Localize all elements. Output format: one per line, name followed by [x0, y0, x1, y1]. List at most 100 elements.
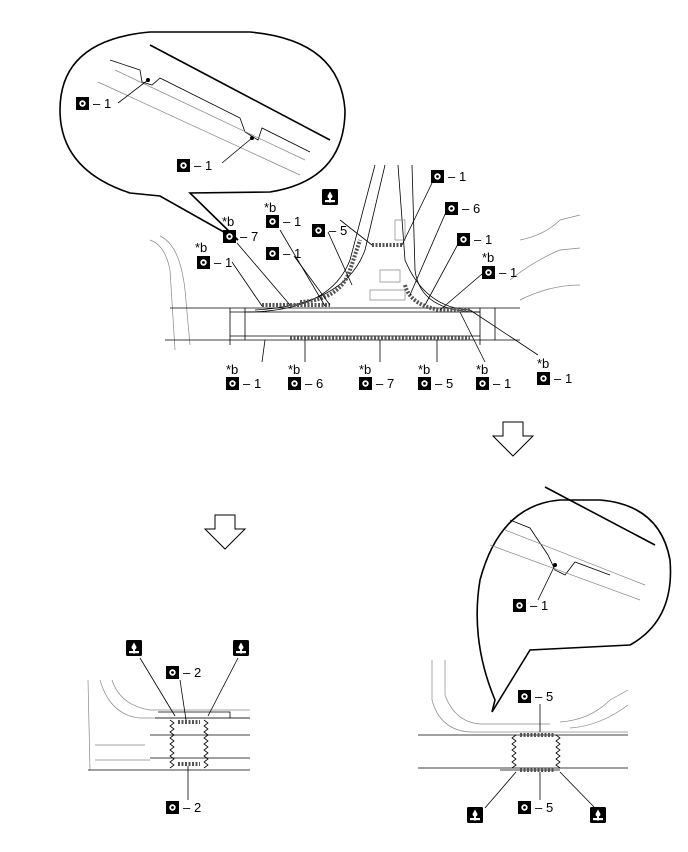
callout-number: 1 — [294, 246, 301, 261]
callout-number: 5 — [446, 376, 453, 391]
callout-b-1-bottom-right: *b – 1 — [537, 356, 572, 386]
spot-weld-gun-icon — [322, 189, 338, 205]
main-rocker-panel — [149, 164, 581, 351]
callout-5-bottom-right-upper: – 5 — [518, 689, 553, 704]
weld-spot-square-icon — [518, 801, 531, 814]
callout-dash: – — [554, 371, 562, 386]
callout-number: 5 — [546, 800, 553, 815]
asterisk-b-mark: *b — [418, 362, 430, 377]
weld-spot-square-icon — [166, 666, 179, 679]
callout-number: 1 — [565, 371, 572, 386]
bubble-callout-2: – 1 — [177, 158, 212, 173]
callout-dash: – — [214, 255, 222, 270]
weld-spot-square-icon — [177, 159, 190, 172]
bottom-right-bubble — [476, 486, 672, 713]
callout-5-upper: – 5 — [312, 223, 347, 238]
callout-dash: – — [283, 214, 291, 229]
callout-b-5-bottom: *b – 5 — [418, 362, 453, 391]
weld-spot-square-icon — [445, 202, 458, 215]
bubble-callout-1: – 1 — [76, 96, 111, 111]
callout-dash: – — [462, 201, 470, 216]
weld-spot-square-icon — [518, 690, 531, 703]
callout-number: 1 — [485, 232, 492, 247]
callout-number: 1 — [541, 598, 548, 613]
callout-b-7: *b – 7 — [222, 214, 258, 244]
callout-number: 1 — [504, 376, 511, 391]
callout-number: 1 — [225, 255, 232, 270]
asterisk-b-mark: *b — [288, 362, 300, 377]
asterisk-b-mark: *b — [222, 214, 234, 229]
weld-spot-square-icon — [312, 224, 325, 237]
callout-2-lower: – 2 — [166, 800, 201, 815]
asterisk-b-mark: *b — [264, 200, 276, 215]
callout-number: 6 — [473, 201, 480, 216]
callout-b-1-bottom-left: *b – 1 — [226, 362, 261, 391]
callout-number: 1 — [459, 169, 466, 184]
callout-dash: – — [499, 265, 507, 280]
callout-number: 1 — [510, 265, 517, 280]
weld-spot-square-icon — [223, 230, 236, 243]
callout-number: 6 — [316, 376, 323, 391]
weld-spot-square-icon — [457, 233, 470, 246]
asterisk-b-mark: *b — [226, 362, 238, 377]
callout-b-1-right: *b – 1 — [482, 250, 517, 280]
spot-weld-gun-icon — [126, 640, 142, 656]
weld-spot-square-icon — [476, 377, 489, 390]
callout-dash: – — [435, 376, 443, 391]
weld-spot-square-icon — [288, 377, 301, 390]
main-leader-lines — [231, 182, 539, 363]
callout-dash: – — [535, 800, 543, 815]
callout-dash: – — [530, 598, 538, 613]
callout-dash: – — [535, 689, 543, 704]
callout-number: 1 — [254, 376, 261, 391]
asterisk-b-mark: *b — [359, 362, 371, 377]
down-arrow-icon — [492, 421, 534, 457]
callout-b-1-left: *b – 1 — [195, 240, 232, 270]
spot-weld-gun-icon — [467, 807, 483, 823]
callout-number: 2 — [194, 800, 201, 815]
callout-dash: – — [474, 232, 482, 247]
callout-dash: – — [329, 223, 337, 238]
callout-number: 2 — [194, 665, 201, 680]
asterisk-b-mark: *b — [482, 250, 494, 265]
weld-spot-square-icon — [266, 247, 279, 260]
weld-spot-square-icon — [418, 377, 431, 390]
callout-b-1-bottom-mid: *b – 1 — [476, 362, 511, 391]
spot-weld-gun-icon — [233, 640, 249, 656]
callout-dash: – — [194, 158, 202, 173]
callout-dash: – — [448, 169, 456, 184]
weld-spot-square-icon — [513, 599, 526, 612]
weld-spot-square-icon — [266, 215, 279, 228]
bottom-right-panel — [418, 660, 629, 809]
callout-number: 7 — [251, 229, 258, 244]
weld-spot-square-icon — [197, 256, 210, 269]
callout-dash: – — [183, 800, 191, 815]
down-arrow-icon — [204, 514, 246, 550]
callout-number: 5 — [546, 689, 553, 704]
callout-number: 1 — [104, 96, 111, 111]
callout-dash: – — [243, 376, 251, 391]
callout-b-1-upper: *b – 1 — [264, 200, 301, 229]
callout-6-upper: – 6 — [445, 201, 480, 216]
callout-dash: – — [183, 665, 191, 680]
weld-spot-square-icon — [359, 377, 372, 390]
spot-weld-gun-icon — [590, 807, 606, 823]
weld-spot-square-icon — [537, 372, 550, 385]
callout-number: 5 — [340, 223, 347, 238]
callout-dash: – — [493, 376, 501, 391]
callout-dash: – — [283, 246, 291, 261]
callout-dash: – — [93, 96, 101, 111]
weld-spot-square-icon — [226, 377, 239, 390]
callout-b-6-bottom: *b – 6 — [288, 362, 323, 391]
callout-1-pillar: – 1 — [431, 169, 466, 184]
callout-dash: – — [305, 376, 313, 391]
asterisk-b-mark: *b — [195, 240, 207, 255]
callout-dash: – — [240, 229, 248, 244]
callout-1-mid: – 1 — [266, 246, 301, 261]
weld-spot-square-icon — [431, 170, 444, 183]
callout-number: 7 — [387, 376, 394, 391]
asterisk-b-mark: *b — [476, 362, 488, 377]
bottom-left-panel — [87, 657, 250, 800]
callout-2-upper: – 2 — [166, 665, 201, 680]
